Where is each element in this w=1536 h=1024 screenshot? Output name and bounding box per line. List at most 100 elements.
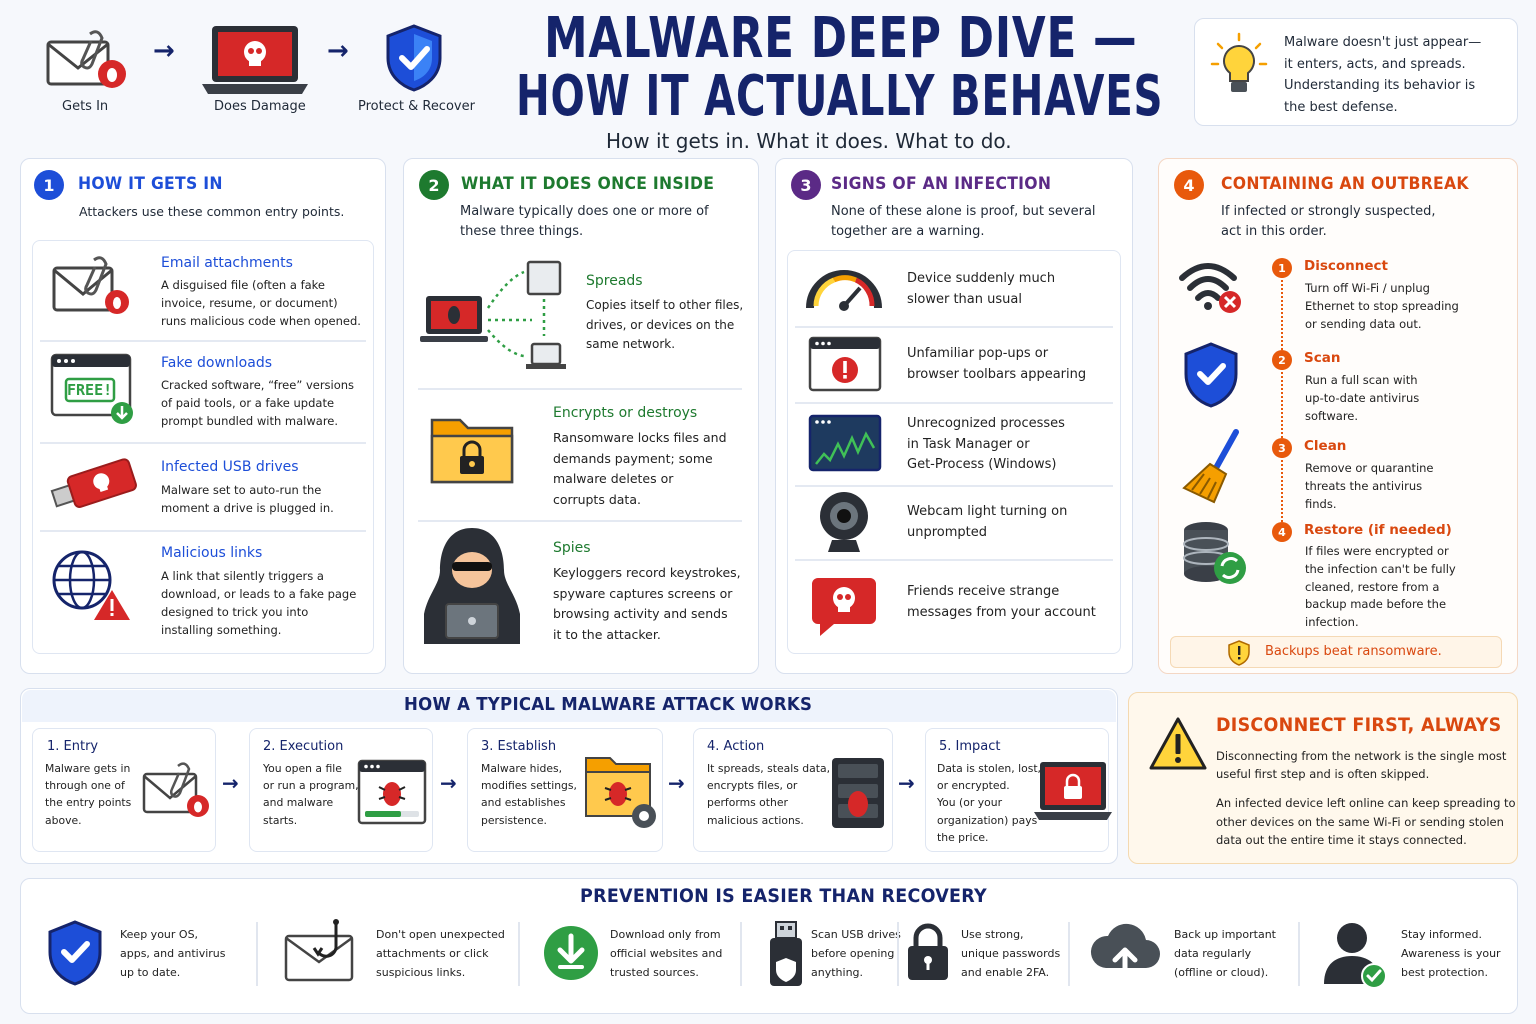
divider (897, 922, 899, 986)
backup-banner-text: Backups beat ransomware. (1265, 644, 1442, 659)
shield-check-icon (48, 920, 102, 986)
section-number: 4 (1174, 170, 1204, 200)
divider (256, 922, 258, 986)
section-title: WHAT IT DOES ONCE INSIDE (461, 174, 715, 194)
step-number: 2 (1272, 350, 1292, 370)
divider (518, 922, 520, 986)
flow-arrow-icon: → (440, 771, 457, 795)
cloud-upload-icon (1090, 923, 1160, 983)
behavior-desc-spreads: Copies itself to other files,drives, or … (586, 298, 744, 351)
divider (1298, 922, 1300, 986)
webcam-icon (820, 492, 868, 552)
tip-text: Malware doesn't just appear— it enters, … (1284, 35, 1482, 115)
email-attachment-icon (52, 256, 129, 314)
section-number: 3 (791, 170, 821, 200)
usb-skull-icon (50, 458, 137, 508)
disconnect-first-card (1128, 692, 1518, 864)
behavior-title-spreads: Spreads (586, 273, 643, 289)
divider (40, 442, 366, 444)
database-restore-icon (1183, 522, 1246, 584)
warning-triangle-icon (1149, 717, 1207, 770)
step-number: 3 (1272, 438, 1292, 458)
page-subtitle: How it gets in. What it does. What to do… (606, 129, 1012, 153)
disconnect-title: DISCONNECT FIRST, ALWAYS (1216, 714, 1502, 736)
shield-check-icon (1184, 342, 1238, 408)
divider (795, 402, 1113, 404)
attack-step-title: 4. Action (707, 739, 765, 754)
flow-arrow-icon: → (153, 36, 175, 66)
page-title-line1: MALWARE DEEP DIVE — (544, 6, 1138, 71)
section-subtitle: None of these alone is proof, but severa… (831, 204, 1096, 239)
popup-warning-icon (808, 336, 882, 392)
spreading-network-icon (420, 260, 566, 369)
divider (795, 326, 1113, 328)
behavior-title-spies: Spies (553, 540, 591, 556)
shield-warning-icon (1228, 640, 1250, 666)
speedometer-icon (806, 270, 882, 311)
wifi-off-icon (1179, 263, 1241, 313)
disconnect-p2: An infected device left online can keep … (1216, 796, 1516, 848)
server-bug-icon (832, 758, 884, 828)
section-subtitle: If infected or strongly suspected,act in… (1221, 204, 1436, 239)
envelope-virus-icon (46, 30, 126, 88)
attack-step-title: 3. Establish (481, 739, 557, 754)
flow-label-protect-recover: Protect & Recover (358, 99, 475, 114)
step-title-scan: Scan (1304, 350, 1341, 366)
attack-step-title: 2. Execution (263, 739, 344, 754)
attack-step-title: 1. Entry (47, 739, 99, 754)
section-containing-outbreak (1158, 158, 1518, 674)
program-bug-icon (357, 759, 427, 825)
steps-connector-line (1281, 276, 1283, 526)
prevention-panel (20, 878, 1518, 1014)
entry-title-links: Malicious links (161, 545, 263, 561)
step-title-clean: Clean (1304, 438, 1347, 454)
divider (40, 530, 366, 532)
step-number: 4 (1272, 522, 1292, 542)
laptop-lock-icon (1034, 762, 1112, 820)
section-subtitle: Attackers use these common entry points. (79, 204, 345, 219)
flow-label-gets-in: Gets In (62, 99, 109, 114)
laptop-skull-icon (202, 26, 308, 94)
prevention-title: PREVENTION IS EASIER THAN RECOVERY (580, 885, 987, 907)
person-check-icon (1324, 923, 1387, 989)
attack-step-desc: Malware hides,modifies settings,and esta… (481, 762, 577, 827)
flow-arrow-icon: → (327, 36, 349, 66)
message-skull-icon (812, 578, 876, 636)
envelope-virus-icon (142, 762, 209, 817)
page-title-line2: HOW IT ACTUALLY BEHAVES (516, 64, 1164, 129)
entry-title-usb: Infected USB drives (161, 459, 299, 475)
free-badge: FREE! (67, 381, 113, 399)
fake-download-icon (50, 353, 133, 424)
step-title-restore: Restore (if needed) (1304, 522, 1452, 538)
disconnect-p1: Disconnecting from the network is the si… (1216, 749, 1507, 781)
attack-step-desc: Data is stolen, lost,or encrypted.You (o… (937, 762, 1041, 844)
step-number: 1 (1272, 258, 1292, 278)
folder-bug-gear-icon (585, 757, 656, 828)
attack-step-desc: It spreads, steals data,encrypts files, … (707, 762, 831, 827)
section-title: CONTAINING AN OUTBREAK (1221, 174, 1469, 194)
section-number: 1 (34, 170, 64, 200)
flow-arrow-icon: → (668, 771, 685, 795)
hacker-laptop-icon (424, 528, 520, 644)
step-title-disconnect: Disconnect (1304, 258, 1388, 274)
padlock-icon (908, 923, 948, 980)
behavior-title-encrypts: Encrypts or destroys (553, 405, 698, 421)
flow-arrow-icon: → (222, 771, 239, 795)
usb-shield-icon (770, 921, 802, 986)
divider (795, 485, 1113, 487)
